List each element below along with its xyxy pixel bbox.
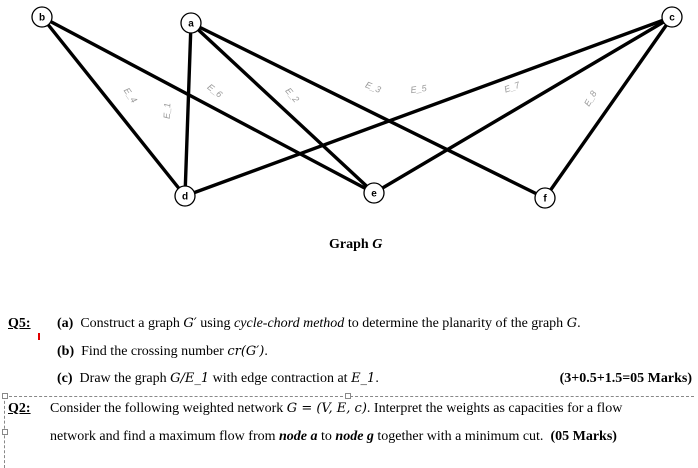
edge-label-b-e: E_6 [205, 82, 224, 100]
node-f: f [534, 187, 556, 209]
part-a-text: Construct a graph [80, 316, 184, 331]
part-a-method: cycle-chord method [234, 316, 345, 331]
graph-nodes: b a c d e f [31, 6, 683, 209]
part-c-label: (c) [57, 371, 73, 386]
edge-b-e [40, 15, 376, 195]
part-c-math-1: G/E_1 [170, 371, 210, 386]
edge-c-e [372, 15, 674, 195]
edge-label-b-d: E_4 [122, 86, 139, 105]
edge-c-d [183, 15, 674, 198]
part-c-math-2: E_1 [351, 371, 376, 386]
edge-label-c-e: E_7 [503, 79, 522, 94]
node-circle-e [363, 182, 385, 204]
edge-b-d [40, 15, 187, 198]
q2-node-g: node g [335, 429, 374, 444]
part-a-math-gprime: G′ [183, 316, 197, 331]
node-c: c [661, 6, 683, 28]
node-b: b [31, 6, 53, 28]
graph-figure: E_4E_1 E_6 E_2 E_3 E_5 E_7E_8 b a c d e f [31, 6, 683, 209]
q2-marks: (05 Marks) [550, 429, 617, 444]
resize-handle-left-middle[interactable] [2, 429, 8, 435]
q2-label: Q2: [8, 401, 31, 416]
edge-a-e [189, 21, 376, 195]
node-label-f: f [543, 194, 547, 205]
graph-caption: Graph G [329, 237, 382, 253]
edge-c-f [543, 15, 674, 200]
node-label-a: a [188, 19, 194, 30]
part-b-label: (b) [57, 344, 75, 359]
graph-edges [40, 15, 674, 200]
part-a-math-g: G [566, 316, 578, 331]
q2-text-2: . Interpret the weights as capacities fo… [366, 401, 623, 416]
node-circle-d [174, 185, 196, 207]
node-circle-a [180, 12, 202, 34]
q2-text-3: network and find a maximum flow from [50, 429, 280, 444]
node-label-b: b [39, 13, 45, 24]
q2-line-2: network and find a maximum flow from nod… [50, 429, 617, 445]
part-b-math: cr(G′) [227, 344, 265, 359]
node-label-e: e [371, 189, 377, 200]
part-a-period: . [577, 316, 581, 331]
caption-prefix: Graph [329, 237, 369, 252]
q5-part-a: (a) Construct a graph G′ using cycle-cho… [57, 316, 581, 332]
part-a-text-2: using [196, 316, 235, 331]
red-cursor-mark [38, 333, 40, 340]
node-e: e [363, 182, 385, 204]
q2-text-5: together with a minimum cut. [373, 429, 544, 444]
q2-text-4: to [317, 429, 336, 444]
node-d: d [174, 185, 196, 207]
resize-handle-top-middle[interactable] [345, 393, 351, 399]
edge-label-a-e: E_2 [283, 86, 301, 105]
resize-handle-top-left[interactable] [2, 393, 8, 399]
edge-label-c-f: E_8 [582, 89, 599, 108]
edge-label-a-f: E_3 [364, 80, 383, 95]
q5-part-b: (b) Find the crossing number cr(G′). [57, 344, 268, 360]
edge-a-f [189, 21, 547, 200]
part-a-label: (a) [57, 316, 74, 331]
part-c-text: Draw the graph [79, 371, 171, 386]
edge-label-a-d: E_1 [162, 103, 173, 120]
q2-node-a: node a [279, 429, 318, 444]
node-label-c: c [669, 13, 675, 24]
part-b-text: Find the crossing number [81, 344, 228, 359]
edge-label-c-d: E_5 [410, 83, 428, 95]
q2-network-math: G = (V, E, c) [286, 401, 367, 416]
part-c-period: . [375, 371, 379, 386]
part-b-period: . [264, 344, 268, 359]
graph-edge-labels: E_4E_1 E_6 E_2 E_3 E_5 E_7E_8 [122, 79, 599, 119]
q5-part-c: (c) Draw the graph G/E_1 with edge contr… [57, 371, 379, 387]
node-circle-b [31, 6, 53, 28]
q2-text-1: Consider the following weighted network [50, 401, 287, 416]
edge-a-d [183, 21, 193, 198]
q5-marks: (3+0.5+1.5=05 Marks) [559, 371, 692, 386]
node-label-d: d [182, 192, 188, 203]
node-circle-f [534, 187, 556, 209]
node-a: a [180, 12, 202, 34]
node-circle-c [661, 6, 683, 28]
caption-variable: G [372, 237, 383, 252]
q5-label: Q5: [8, 316, 31, 331]
q2-line-1: Consider the following weighted network … [50, 401, 622, 417]
part-c-text-2: with edge contraction at [209, 371, 352, 386]
part-a-text-3: to determine the planarity of the graph [344, 316, 567, 331]
